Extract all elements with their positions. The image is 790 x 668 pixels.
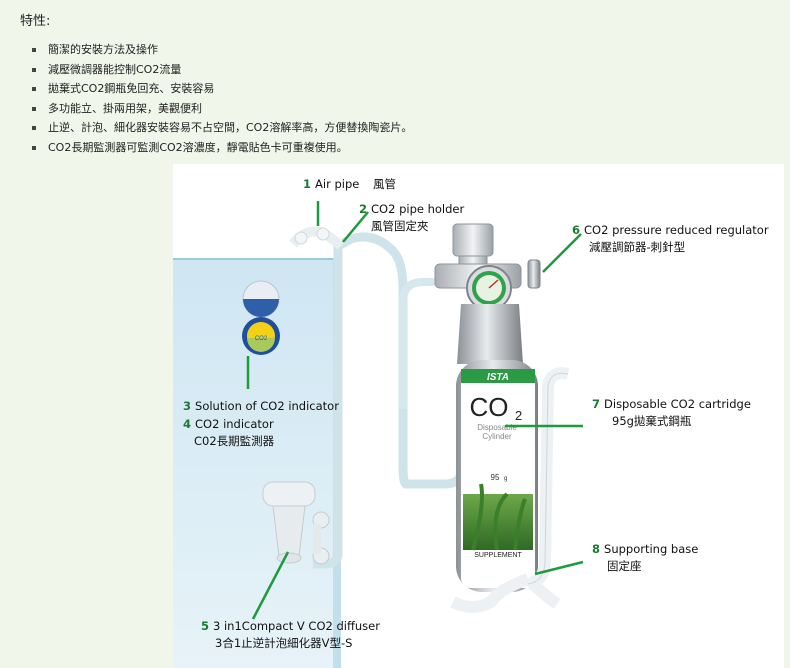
- feature-item: 多功能立、掛兩用架，美觀便利: [30, 99, 412, 119]
- cylinder-brand: ISTA: [487, 372, 509, 383]
- feature-item: 拋棄式CO2鋼瓶免回充、安裝容易: [30, 79, 412, 99]
- features-list: 簡潔的安裝方法及操作 減壓微調器能控制CO2流量 拋棄式CO2鋼瓶免回充、安裝容…: [30, 40, 412, 157]
- diagram-illustration: CO2 ISTA CO: [173, 201, 584, 668]
- feature-item: 簡潔的安裝方法及操作: [30, 40, 412, 60]
- leader-lines: [246, 201, 584, 620]
- indicator-label: CO2: [255, 336, 268, 342]
- cylinder-line2: Cylinder: [482, 432, 512, 441]
- pipe-holder: [289, 226, 345, 250]
- cylinder-co2-sub: 2: [515, 408, 522, 423]
- cylinder-bottom-text: SUPPLEMENT: [474, 552, 522, 559]
- cylinder-weight: 95: [491, 473, 500, 482]
- co2-diffuser: [262, 481, 330, 565]
- feature-item: 止逆、計泡、細化器安裝容易不占空間，CO2溶解率高，方便替換陶瓷片。: [30, 118, 412, 138]
- feature-item: CO2長期監測器可監測CO2溶濃度，靜電貼色卡可重複使用。: [30, 138, 412, 158]
- feature-item: 減壓微調器能控制CO2流量: [30, 60, 412, 80]
- co2-cylinder: ISTA CO 2 Disposable Cylinder 95 g SUPPL…: [434, 223, 541, 592]
- co2-indicator: CO2: [242, 280, 280, 355]
- supporting-base: [450, 367, 570, 613]
- cylinder-line1: Disposable: [477, 423, 517, 432]
- product-diagram: CO2 ISTA CO: [173, 164, 784, 668]
- cylinder-co2: CO: [470, 392, 509, 422]
- features-heading: 特性:: [20, 14, 51, 29]
- cylinder-weight-unit: g: [504, 476, 507, 482]
